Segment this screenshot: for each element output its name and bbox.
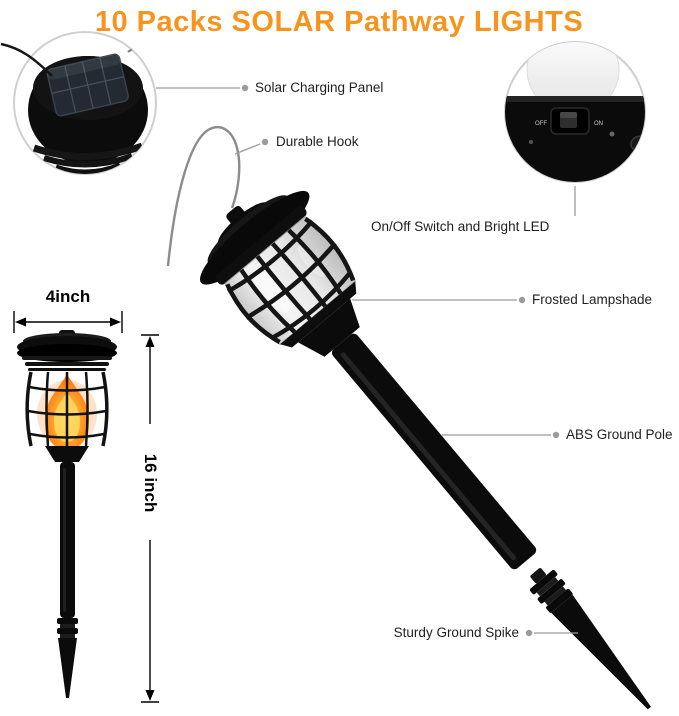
switch-detail-inset: OFF ON bbox=[504, 41, 646, 183]
leader-dot-spike bbox=[525, 629, 533, 637]
solar-cell-panel bbox=[46, 53, 129, 117]
ground-pole bbox=[298, 298, 537, 570]
height-dimension-label: 16 inch bbox=[141, 453, 160, 513]
leader-dot-pole bbox=[552, 431, 560, 439]
lantern-cap bbox=[199, 190, 310, 285]
leader-lines bbox=[156, 87, 578, 634]
leader-dot-hook bbox=[261, 138, 269, 146]
leader-dot-solar-panel bbox=[241, 84, 249, 92]
callout-abs-ground-pole: ABS Ground Pole bbox=[566, 427, 673, 442]
callout-switch-led: On/Off Switch and Bright LED bbox=[371, 219, 550, 234]
small-light-cage bbox=[25, 371, 109, 447]
small-light-spike bbox=[57, 618, 78, 698]
ground-spike bbox=[529, 568, 651, 710]
hook-wire bbox=[166, 125, 241, 267]
leader-line-hook bbox=[234, 143, 261, 155]
leader-dot-lampshade bbox=[518, 296, 526, 304]
width-dimension-label: 4inch bbox=[45, 287, 91, 306]
solar-panel-wire bbox=[0, 42, 53, 77]
height-dimension-arrow bbox=[141, 334, 159, 703]
page-title: 10 Packs SOLAR Pathway LIGHTS bbox=[95, 6, 583, 38]
width-dimension-arrow bbox=[13, 311, 123, 333]
callout-sturdy-ground-spike: Sturdy Ground Spike bbox=[393, 625, 519, 640]
lantern-glass bbox=[215, 206, 357, 348]
main-lantern-illustration bbox=[199, 190, 651, 710]
on-off-switch bbox=[550, 107, 590, 135]
small-pathway-light bbox=[17, 330, 117, 698]
switch-off-label: OFF bbox=[535, 121, 547, 127]
leader-dots bbox=[241, 84, 560, 637]
callout-durable-hook: Durable Hook bbox=[276, 134, 359, 149]
solar-panel-detail-inset bbox=[0, 31, 157, 175]
callout-frosted-lampshade: Frosted Lampshade bbox=[532, 292, 653, 307]
callout-solar-charging-panel: Solar Charging Panel bbox=[255, 80, 384, 95]
switch-on-label: ON bbox=[594, 121, 603, 127]
wire-cage bbox=[225, 216, 356, 345]
